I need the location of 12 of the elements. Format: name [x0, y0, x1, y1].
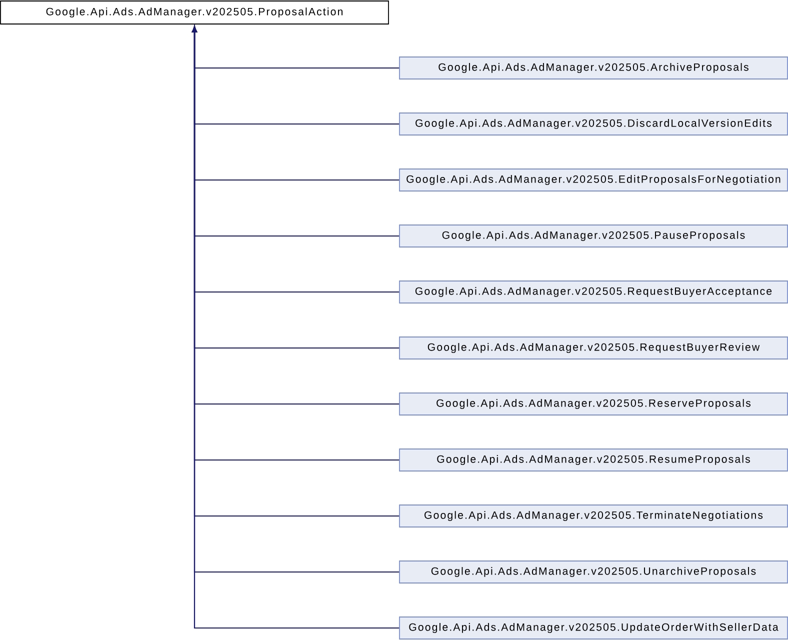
class-box: Google.Api.Ads.AdManager.v202505.ProposalAction: [0, 0, 389, 24]
class-box: Google.Api.Ads.AdManager.v202505.ResumeProposals: [399, 448, 788, 472]
class-box: Google.Api.Ads.AdManager.v202505.UnarchiveProposals: [399, 560, 788, 584]
class-box: Google.Api.Ads.AdManager.v202505.UpdateOrderWithSellerData: [399, 616, 788, 640]
class-box: Google.Api.Ads.AdManager.v202505.ArchiveProposals: [399, 56, 788, 80]
class-box: Google.Api.Ads.AdManager.v202505.RequestBuyerAcceptance: [399, 280, 788, 304]
class-box: Google.Api.Ads.AdManager.v202505.EditProposalsForNegotiation: [399, 168, 788, 192]
class-box: Google.Api.Ads.AdManager.v202505.PauseProposals: [399, 224, 788, 248]
class-box: Google.Api.Ads.AdManager.v202505.TerminateNegotiations: [399, 504, 788, 528]
class-box: Google.Api.Ads.AdManager.v202505.DiscardLocalVersionEdits: [399, 112, 788, 136]
class-box: Google.Api.Ads.AdManager.v202505.RequestBuyerReview: [399, 336, 788, 360]
class-box: Google.Api.Ads.AdManager.v202505.ReserveProposals: [399, 392, 788, 416]
